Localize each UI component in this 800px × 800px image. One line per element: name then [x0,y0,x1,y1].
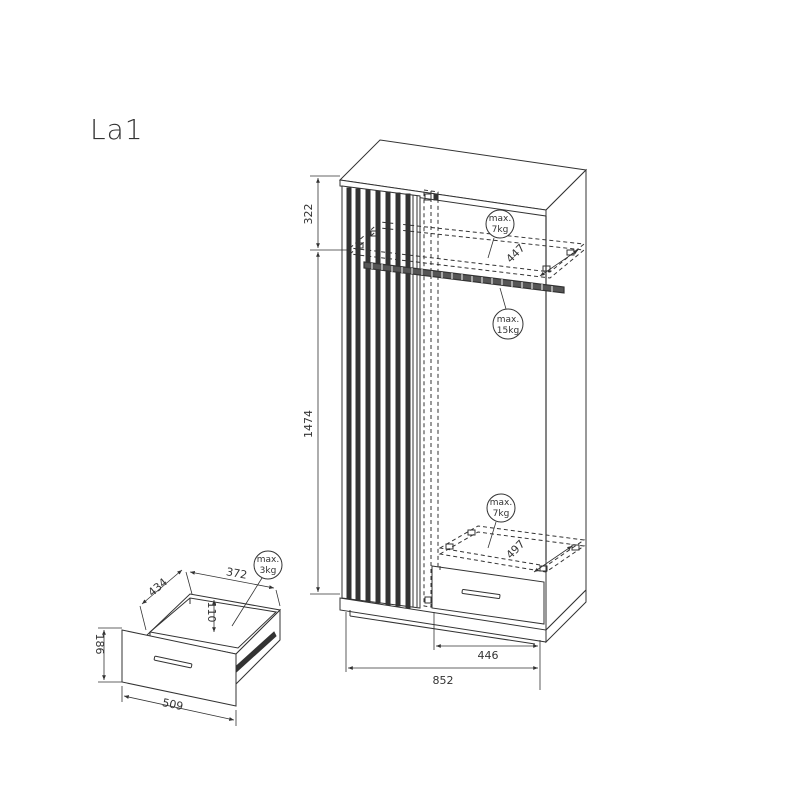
drawer-front [121,629,237,707]
model-code: La1 [90,113,144,146]
dim-interior-width: 446 [478,649,499,662]
wardrobe-drawer [431,565,545,625]
wardrobe-side-panel [545,168,587,632]
drawer-dim-depth: 434 [146,576,170,599]
load-callout-top-shelf: max. 7kg [485,209,515,259]
open-door-outline [423,189,439,609]
dim-hanging-height: 1474 [302,410,315,438]
drawer-dim-front-height: 186 [93,634,106,655]
wardrobe-drawing [338,139,588,645]
load-callout-rail: max. 15kg [492,287,524,340]
svg-text:max.: max. [489,214,511,224]
bottom-shelf [438,525,586,573]
drawer-dimensions [98,569,281,726]
wardrobe-dimensions [310,175,579,690]
svg-text:max.: max. [257,555,279,565]
dim-width: 852 [433,674,454,687]
svg-text:max.: max. [497,315,519,325]
hanging-rail [363,261,565,294]
dim-top-height: 322 [302,204,315,225]
load-callout-bottom-shelf: max. 7kg [486,493,516,549]
drawer-drawing [121,593,282,707]
load-callout-drawer: max. 3kg [231,550,283,627]
dim-shelf-depth-top: 447 [504,242,528,266]
dim-shelf-depth-bottom: 497 [504,538,528,562]
svg-text:15kg: 15kg [497,326,519,336]
drawer-dim-inner-width: 372 [225,565,248,581]
svg-text:max.: max. [490,498,512,508]
drawer-dim-width: 509 [161,696,184,713]
drawer-dim-inner-height: 110 [205,602,218,623]
svg-text:3kg: 3kg [260,566,277,576]
svg-text:7kg: 7kg [492,225,509,235]
svg-text:7kg: 7kg [493,509,510,519]
lamella-door [341,185,421,609]
